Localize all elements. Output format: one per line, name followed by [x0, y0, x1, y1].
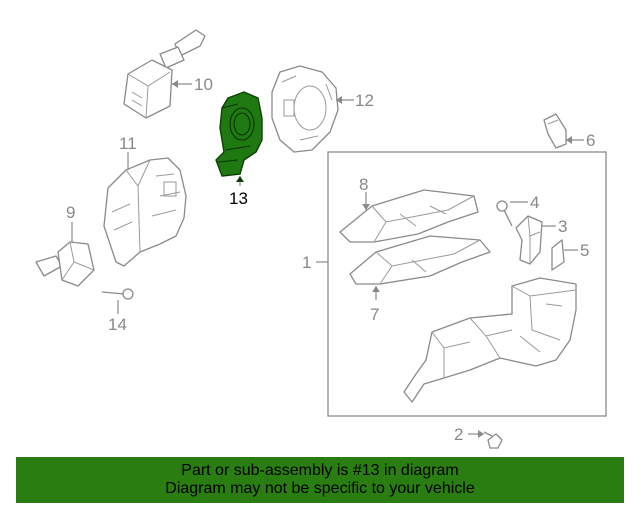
info-banner: Part or sub-assembly is #13 in diagram D…	[16, 457, 624, 503]
part-5-clip[interactable]	[551, 239, 565, 271]
part-13-highlighted[interactable]	[215, 91, 263, 177]
parts-diagram: 10 12 13 11 9 14	[35, 29, 607, 449]
callout-4[interactable]: 4	[530, 193, 539, 212]
part-7-lower-cover[interactable]	[349, 235, 491, 285]
arrow-7	[372, 286, 380, 292]
callout-10[interactable]: 10	[194, 75, 213, 94]
callout-1[interactable]: 1	[302, 253, 311, 272]
arrow-13	[236, 176, 244, 182]
arrow-12	[336, 96, 342, 104]
part-3-bracket[interactable]	[515, 215, 543, 265]
callout-2[interactable]: 2	[454, 425, 463, 444]
arrow-2	[478, 430, 484, 438]
part-1-lower-shroud[interactable]	[403, 277, 577, 403]
callout-6[interactable]: 6	[586, 131, 595, 150]
part-4-screw[interactable]	[496, 200, 513, 227]
callout-8[interactable]: 8	[359, 175, 368, 194]
part-2-bolt[interactable]	[483, 431, 503, 449]
part-6-clip[interactable]	[543, 113, 567, 149]
part-14-screw[interactable]	[101, 288, 134, 300]
part-12-clockspring[interactable]	[271, 65, 339, 153]
callout-11[interactable]: 11	[119, 134, 137, 153]
banner-line-1: Part or sub-assembly is #13 in diagram	[181, 462, 459, 479]
arrow-8	[362, 204, 370, 210]
assembly-1-box	[327, 151, 607, 417]
callout-3[interactable]: 3	[558, 217, 567, 236]
part-10-switch[interactable]	[123, 29, 206, 119]
callout-9[interactable]: 9	[66, 203, 75, 222]
part-8-upper-cover[interactable]	[339, 189, 479, 243]
part-9-ignition[interactable]	[35, 241, 95, 287]
banner-line-2: Diagram may not be specific to your vehi…	[165, 480, 475, 497]
callout-13[interactable]: 13	[229, 189, 248, 208]
callout-14[interactable]: 14	[108, 315, 127, 334]
callout-5[interactable]: 5	[580, 241, 589, 260]
callout-12[interactable]: 12	[355, 91, 374, 110]
arrow-10	[172, 80, 178, 88]
part-11-housing[interactable]	[103, 157, 187, 267]
callout-7[interactable]: 7	[370, 305, 379, 324]
arrow-6	[566, 136, 572, 144]
